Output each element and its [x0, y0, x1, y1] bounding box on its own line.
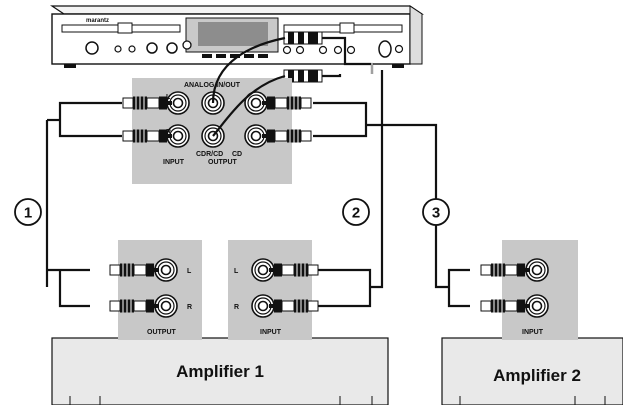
amplifier-2-input-panel: INPUT: [480, 240, 578, 340]
cable-3: [366, 123, 470, 308]
cd-player: marantz: [50, 5, 424, 68]
cable-1: [45, 101, 122, 308]
connection-3-number: 3: [432, 205, 440, 222]
connection-3-badge: 3: [422, 198, 450, 226]
front-analog-jack: [378, 40, 392, 58]
amp1-input-label: INPUT: [260, 329, 282, 336]
amp1-output-r-mark: R: [187, 304, 192, 311]
cdrcd-output-label: CDR/CD: [196, 151, 223, 158]
amplifier-1-output-panel: L R OUTPUT: [109, 240, 202, 340]
player-output-label: OUTPUT: [208, 159, 238, 166]
open-close-button[interactable]: [117, 22, 133, 34]
mic-jack[interactable]: [128, 45, 136, 53]
connection-1-badge: 1: [14, 198, 42, 226]
amp2-input-label: INPUT: [522, 329, 544, 336]
input-r-mark: R: [166, 129, 171, 136]
cable-2: [308, 70, 384, 308]
front-panel-plugs: [283, 31, 384, 83]
input-l-mark: L: [166, 94, 171, 101]
brand-logo: marantz: [86, 18, 109, 24]
amp1-input-l-mark: L: [234, 268, 239, 275]
connection-2-badge: 2: [342, 198, 370, 226]
amp1-input-r-mark: R: [234, 304, 239, 311]
analog-in-out-label: ANALOG IN/OUT: [184, 82, 241, 89]
amplifier-1-body: [51, 337, 389, 405]
player-input-label: INPUT: [163, 159, 185, 166]
power-button[interactable]: [85, 41, 99, 55]
volume-knob-a[interactable]: [146, 42, 158, 54]
phones-jack[interactable]: [114, 45, 122, 53]
connection-2-number: 2: [352, 205, 360, 222]
jog-dial[interactable]: [182, 40, 192, 50]
amplifier-1-input-panel: L R INPUT: [228, 240, 318, 340]
connection-1-number: 1: [24, 205, 32, 222]
amplifier-2-name: Amplifier 2: [493, 366, 581, 385]
amplifier-2-body: [441, 337, 623, 405]
cdr-open-close-button[interactable]: [339, 22, 355, 34]
amplifier-1-name: Amplifier 1: [176, 362, 264, 381]
cd-output-label: CD: [232, 151, 242, 158]
transport-buttons[interactable]: [202, 54, 268, 58]
amp1-output-l-mark: L: [187, 268, 192, 275]
volume-knob-b[interactable]: [166, 42, 178, 54]
amp1-output-label: OUTPUT: [147, 329, 177, 336]
